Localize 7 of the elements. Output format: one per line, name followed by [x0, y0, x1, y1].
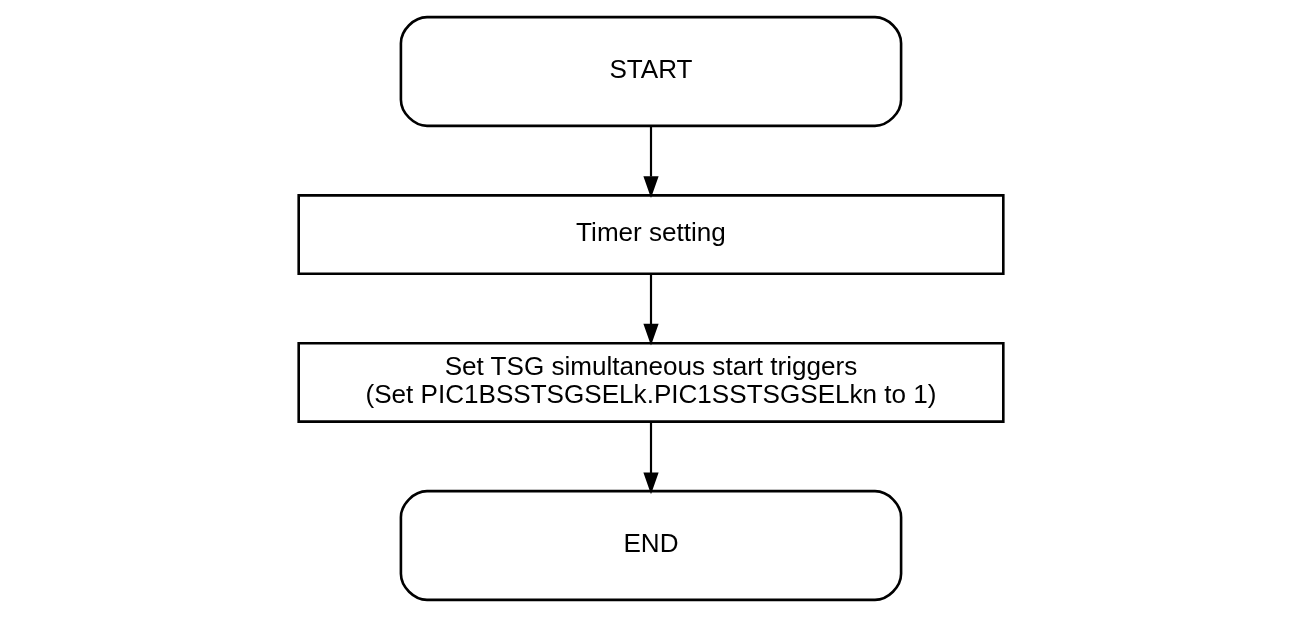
- node-box: Timer setting: [296, 194, 1005, 275]
- node-box: END: [399, 489, 902, 602]
- arrow: [642, 422, 659, 495]
- node-box: START: [399, 15, 902, 128]
- arrow: [642, 274, 659, 346]
- node-box: Set TSG simultaneous start triggers (Set PIC1BSSTSGSELk.PIC1SSTSGSELkn to 1): [296, 342, 1005, 423]
- arrow: [642, 126, 659, 199]
